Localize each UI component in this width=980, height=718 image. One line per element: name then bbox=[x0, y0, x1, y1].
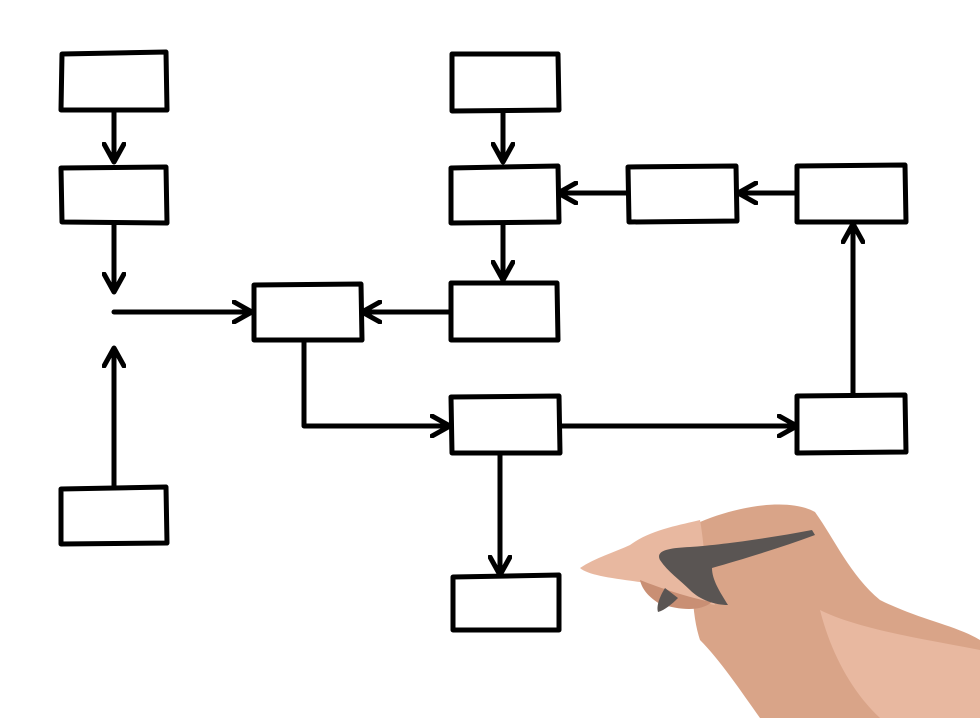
finger-shadow bbox=[640, 580, 712, 609]
node-n11[interactable] bbox=[794, 392, 909, 456]
node-n1[interactable] bbox=[58, 49, 170, 113]
edges bbox=[114, 109, 853, 573]
edge-n4-n10 bbox=[301, 339, 448, 426]
marker-tip bbox=[657, 588, 678, 612]
node-n3[interactable] bbox=[58, 484, 170, 547]
node-n12[interactable] bbox=[450, 572, 562, 633]
node-n10[interactable] bbox=[448, 393, 563, 456]
nodes bbox=[58, 49, 909, 633]
node-n2[interactable] bbox=[58, 164, 170, 226]
hand-highlight bbox=[820, 610, 980, 718]
hand-fingers bbox=[580, 520, 715, 605]
hand-illustration bbox=[580, 504, 980, 718]
node-n6[interactable] bbox=[448, 163, 562, 226]
node-n7[interactable] bbox=[625, 163, 740, 225]
node-n8[interactable] bbox=[794, 162, 909, 225]
node-n9[interactable] bbox=[448, 280, 561, 343]
marker-pen bbox=[659, 530, 815, 605]
node-n4[interactable] bbox=[251, 281, 365, 343]
node-n5[interactable] bbox=[449, 51, 562, 114]
